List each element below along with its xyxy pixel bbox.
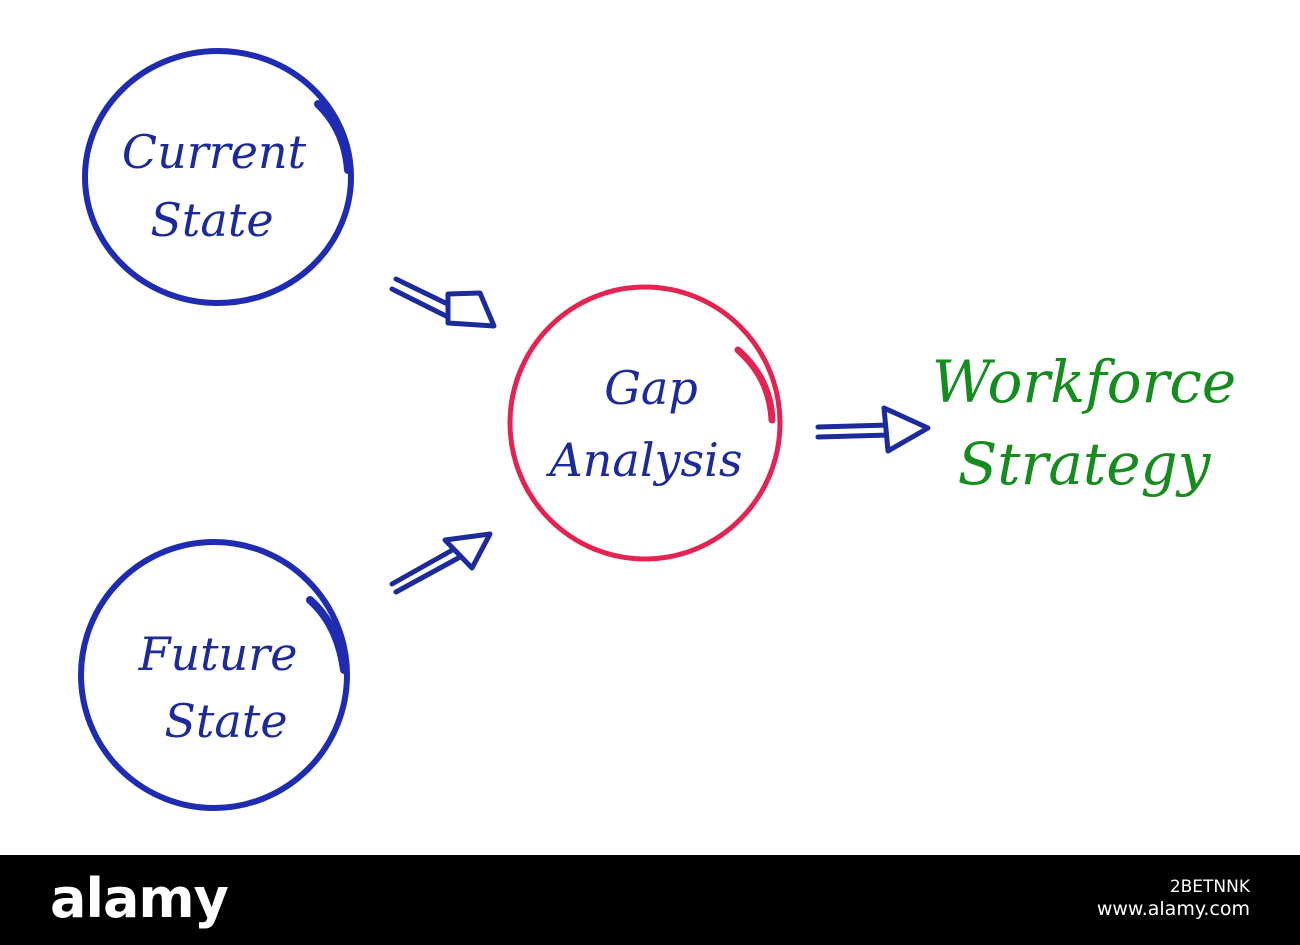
current-state-circle [82,48,354,306]
watermark-footer: alamy 2BETNNK www.alamy.com [0,855,1300,945]
future-state-circle [78,539,350,811]
arrow-future-to-gap [389,531,493,595]
diagram-canvas: Current State Future State Gap Analysis … [78,48,1236,811]
image-id: 2BETNNK [1169,877,1250,897]
arrow-gap-to-strategy [815,405,931,454]
current-state-node: Current State [82,48,354,306]
current-state-circle-tail [314,100,352,174]
gap-analysis-label-line2: Analysis [546,433,743,487]
gap-analysis-circle-tail [734,346,776,424]
alamy-logo-text: alamy [50,867,229,930]
gap-analysis-label-line1: Gap [604,361,698,415]
gap-analysis-node: Gap Analysis [507,284,783,562]
arrow-current-to-gap [389,276,497,329]
future-state-label-line1: Future [138,627,298,681]
site-url: www.alamy.com [1096,898,1250,920]
gap-analysis-circle [507,284,783,562]
future-state-label-line2: State [164,694,287,748]
future-state-node: Future State [78,539,350,811]
future-state-circle-tail [306,596,348,674]
workforce-strategy-label-line1: Workforce [932,348,1236,416]
alamy-logo: alamy [50,867,229,930]
workforce-strategy-label-line2: Strategy [958,430,1212,498]
current-state-label-line2: State [150,193,273,247]
image-code-block: 2BETNNK www.alamy.com [1097,877,1250,921]
current-state-label-line1: Current [122,125,307,179]
